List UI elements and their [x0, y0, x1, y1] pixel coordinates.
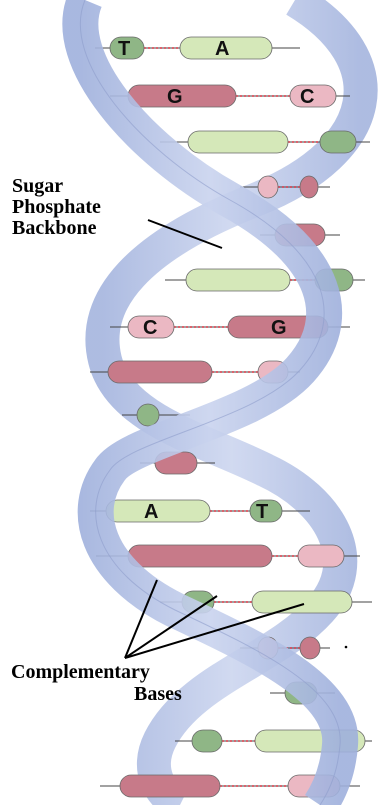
base-letter-t-low: T	[256, 501, 268, 523]
base-left	[188, 131, 288, 153]
base-letter-a-low: A	[144, 501, 158, 523]
base-right	[300, 176, 318, 198]
base-letter-c-top: C	[300, 86, 314, 108]
base-pair-11	[90, 500, 310, 522]
base-right	[300, 637, 320, 659]
base-right	[252, 591, 352, 613]
base-letter-c-mid: C	[143, 317, 157, 339]
base-pair-3	[160, 131, 370, 153]
base-right	[320, 131, 356, 153]
base-right	[298, 545, 344, 567]
base-letter-t-top: T	[118, 38, 130, 60]
base-left	[128, 545, 272, 567]
base-left	[137, 404, 159, 426]
stray-dot	[345, 646, 348, 649]
base-left	[258, 176, 278, 198]
base-left	[120, 775, 220, 797]
complementary-label-line1: Complementary	[11, 662, 150, 683]
base-letter-g-top: G	[167, 86, 183, 108]
base-left	[186, 269, 290, 291]
backbone-label: Sugar Phosphate Backbone	[12, 176, 101, 239]
base-letter-g-mid: G	[271, 317, 287, 339]
base-left	[108, 361, 212, 383]
base-letter-a-top: A	[215, 38, 229, 60]
base-left	[192, 730, 222, 752]
complementary-label-line2: Bases	[134, 684, 182, 705]
